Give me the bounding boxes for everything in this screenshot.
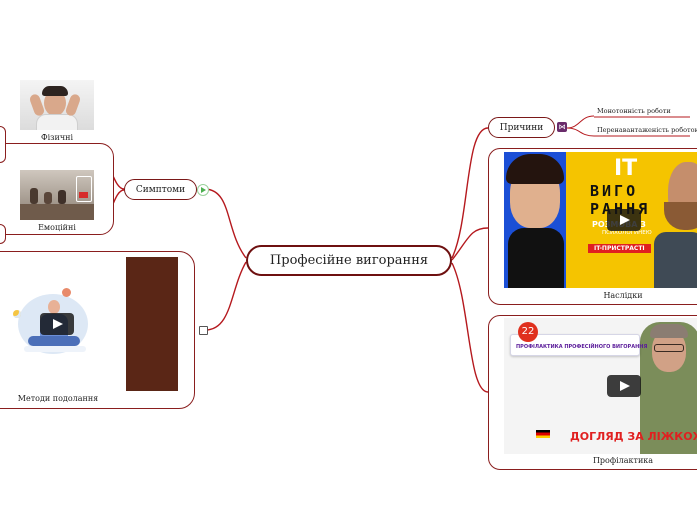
physical-caption: Фізичні — [40, 133, 74, 142]
link-causes — [451, 127, 489, 259]
physical-image[interactable] — [20, 80, 94, 130]
consequences-caption: Наслідки — [603, 291, 643, 300]
cause-overload[interactable]: Перенавантаженість роботою — [597, 126, 697, 134]
emotional-caption: Емоційні — [38, 223, 76, 232]
link-methods — [204, 261, 247, 331]
cause-monotony[interactable]: Монотонність роботи — [597, 107, 671, 115]
prevention-video-caption: ДОГЛЯД ЗА ЛІЖКОХВ — [570, 430, 697, 443]
link-icon[interactable] — [199, 326, 208, 335]
flag-icon — [536, 430, 550, 438]
methods-caption: Методи подолання — [17, 394, 99, 403]
topic-symptoms-label: Симптоми — [135, 184, 186, 195]
prevention-video-banner: ПРОФІЛАКТИКА ПРОФЕСІЙНОГО ВИГОРАННЯ — [516, 344, 648, 350]
emotional-image[interactable] — [20, 170, 94, 220]
consequences-video-thumbnail[interactable]: IT ВИГО РАННЯ РОЗМОВА З ПСИХОЛОГИНЕЮ IT-… — [504, 152, 697, 288]
video-play-icon[interactable] — [607, 375, 641, 397]
play-badge-icon[interactable] — [197, 184, 209, 196]
video-play-icon[interactable] — [607, 209, 641, 231]
consequences-video-title-it: IT — [614, 156, 638, 181]
link-symptoms — [204, 188, 247, 259]
offscreen-node-top — [0, 126, 6, 163]
video-play-icon[interactable] — [40, 313, 74, 335]
consequences-video-title-vygo: ВИГО — [590, 182, 639, 200]
central-topic-label: Професійне вигорання — [269, 253, 429, 268]
consequences-video-tag: IT-ПРИСТРАСТІ — [588, 244, 651, 253]
offscreen-node-bottom — [0, 224, 6, 244]
methods-dark-panel[interactable] — [126, 257, 178, 391]
prevention-video-thumbnail[interactable]: 22 ПРОФІЛАКТИКА ПРОФЕСІЙНОГО ВИГОРАННЯ Д… — [504, 318, 697, 454]
topic-causes-label: Причини — [499, 122, 544, 133]
topic-symptoms[interactable]: Симптоми — [124, 179, 197, 200]
central-topic[interactable]: Професійне вигорання — [246, 245, 452, 276]
link-consequences — [451, 227, 489, 261]
prevention-caption: Профілактика — [592, 456, 654, 465]
prevention-episode-number: 22 — [518, 322, 538, 342]
topic-causes[interactable]: Причини — [488, 117, 555, 138]
link-prevention — [451, 262, 489, 393]
mindmap-collapse-icon[interactable]: ⋈ — [557, 122, 567, 132]
consequences-video-subtitle-2: ПСИХОЛОГИНЕЮ — [602, 230, 652, 236]
